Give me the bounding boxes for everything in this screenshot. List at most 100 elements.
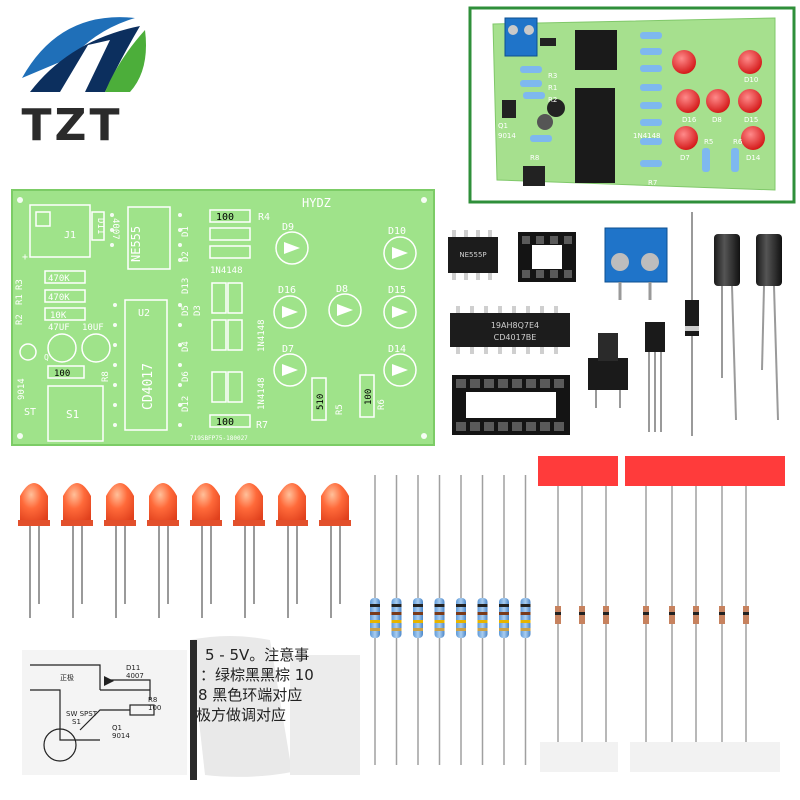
schematic-label: 100 (148, 704, 161, 712)
pcb-label: D8 (336, 284, 348, 295)
chip-marking: CD4017BE (494, 333, 537, 342)
pcb-label: NE555 (129, 226, 143, 262)
pcb-label: 100 (216, 212, 234, 223)
inset-label: R5 (704, 138, 713, 146)
pcb-label: 1N4148 (210, 266, 243, 276)
schematic-label: S1 (72, 718, 81, 726)
manual-text-line: 5 - 5V。注意事 (205, 646, 309, 664)
signal-diode (603, 486, 609, 742)
pcb-label: U2 (138, 308, 150, 319)
pcb-label: D13 (181, 278, 191, 294)
inset-label: D14 (746, 154, 761, 162)
pcb-label: 510 (316, 394, 326, 410)
chip-marking: NE555P (459, 251, 486, 259)
inset-label: D7 (680, 154, 690, 162)
pcb-label: + (22, 252, 28, 263)
logo-emblem-icon (22, 17, 146, 92)
pcb-label: D7 (282, 344, 294, 355)
led (147, 483, 179, 618)
resistor (456, 475, 466, 765)
push-button (588, 333, 628, 408)
schematic-label: 4007 (126, 672, 144, 680)
pcb-brand-mark: HYDZ (302, 196, 331, 210)
pcb-label: D2 (181, 251, 191, 262)
pcb-label: R3 (15, 279, 25, 290)
resistor (520, 475, 531, 765)
pcb-label: D6 (181, 371, 191, 382)
manual-text-line: 极方做调对应 (196, 706, 286, 724)
signal-diode (743, 486, 749, 742)
dip16-socket (452, 375, 570, 435)
signal-diode (693, 486, 699, 742)
resistor (477, 475, 488, 765)
inset-label: R6 (733, 138, 743, 146)
pcb-footer-code: 719SBFP75-180027 (190, 435, 248, 442)
manual-text-line: ：绿棕黑黑棕 10 (200, 666, 314, 684)
bare-pcb: HYDZ J1 + D11 4007 NE555 100 R4 D1 D2 D1… (11, 189, 435, 446)
inset-label: R7 (648, 179, 657, 187)
led (276, 483, 308, 618)
resistor (391, 475, 402, 765)
cd4017-chip: 19AH8Q7E4 CD4017BE (450, 306, 570, 354)
pcb-label: R2 (15, 314, 25, 325)
resistor (370, 475, 380, 765)
pcb-label: D11 (95, 218, 105, 234)
pcb-label: 1N4148 (257, 319, 267, 352)
schematic-label: 正极 (60, 673, 74, 682)
signal-diode (643, 486, 649, 742)
led (319, 483, 351, 618)
led-row (18, 483, 351, 618)
diode-tape-strips (538, 456, 785, 772)
screw-terminal (604, 227, 668, 300)
pcb-label: D15 (388, 285, 406, 296)
pcb-label: R8 (101, 371, 111, 382)
inset-label: D8 (712, 116, 722, 124)
led (18, 483, 50, 618)
inset-label: R3 (548, 72, 557, 80)
pcb-label: 100 (216, 417, 234, 428)
inset-led-array (672, 50, 765, 150)
instruction-manual: 正极 D11 4007 R8 100 SW SPST S1 Q1 9014 5 … (22, 636, 360, 780)
schematic-label: D11 (126, 664, 140, 672)
chip-marking: 19AH8Q7E4 (491, 321, 539, 330)
pcb-label: 100 (364, 389, 374, 405)
pcb-label: CD4017 (141, 363, 156, 410)
pcb-label: D3 (193, 305, 203, 316)
pcb-label: D14 (388, 344, 406, 355)
pcb-label: 10UF (82, 323, 104, 333)
pcb-label: D5 (181, 305, 191, 316)
inset-label: 9014 (498, 132, 516, 140)
inset-label: D16 (682, 116, 697, 124)
pcb-label: D9 (282, 222, 294, 233)
schematic-label: R8 (148, 696, 157, 704)
signal-diode (719, 486, 725, 742)
resistor (413, 475, 423, 765)
pcb-label: D12 (181, 396, 191, 412)
pcb-label: ST (24, 407, 36, 418)
resistor (434, 475, 445, 765)
pcb-label: 470K (48, 274, 70, 284)
tzt-logo: TZT (22, 17, 146, 151)
pcb-label: S1 (66, 408, 79, 421)
pcb-label: R6 (377, 399, 387, 410)
pcb-label: 10K (50, 311, 67, 321)
signal-diode (669, 486, 675, 742)
pcb-label: 470K (48, 293, 70, 303)
pcb-label: 4007 (110, 218, 120, 240)
pcb-label: D10 (388, 226, 406, 237)
led (61, 483, 93, 618)
led (104, 483, 136, 618)
ne555-chip: NE555P (448, 230, 498, 280)
led (190, 483, 222, 618)
diode-4007 (685, 212, 699, 436)
inset-label: R8 (530, 154, 539, 162)
inset-label: R1 (548, 84, 557, 92)
inset-label: D15 (744, 116, 758, 124)
signal-diode (579, 486, 585, 742)
inset-label: 1N4148 (633, 132, 661, 140)
resistor (499, 475, 509, 765)
transistor-9014 (645, 322, 665, 432)
pcb-label: J1 (64, 230, 76, 241)
